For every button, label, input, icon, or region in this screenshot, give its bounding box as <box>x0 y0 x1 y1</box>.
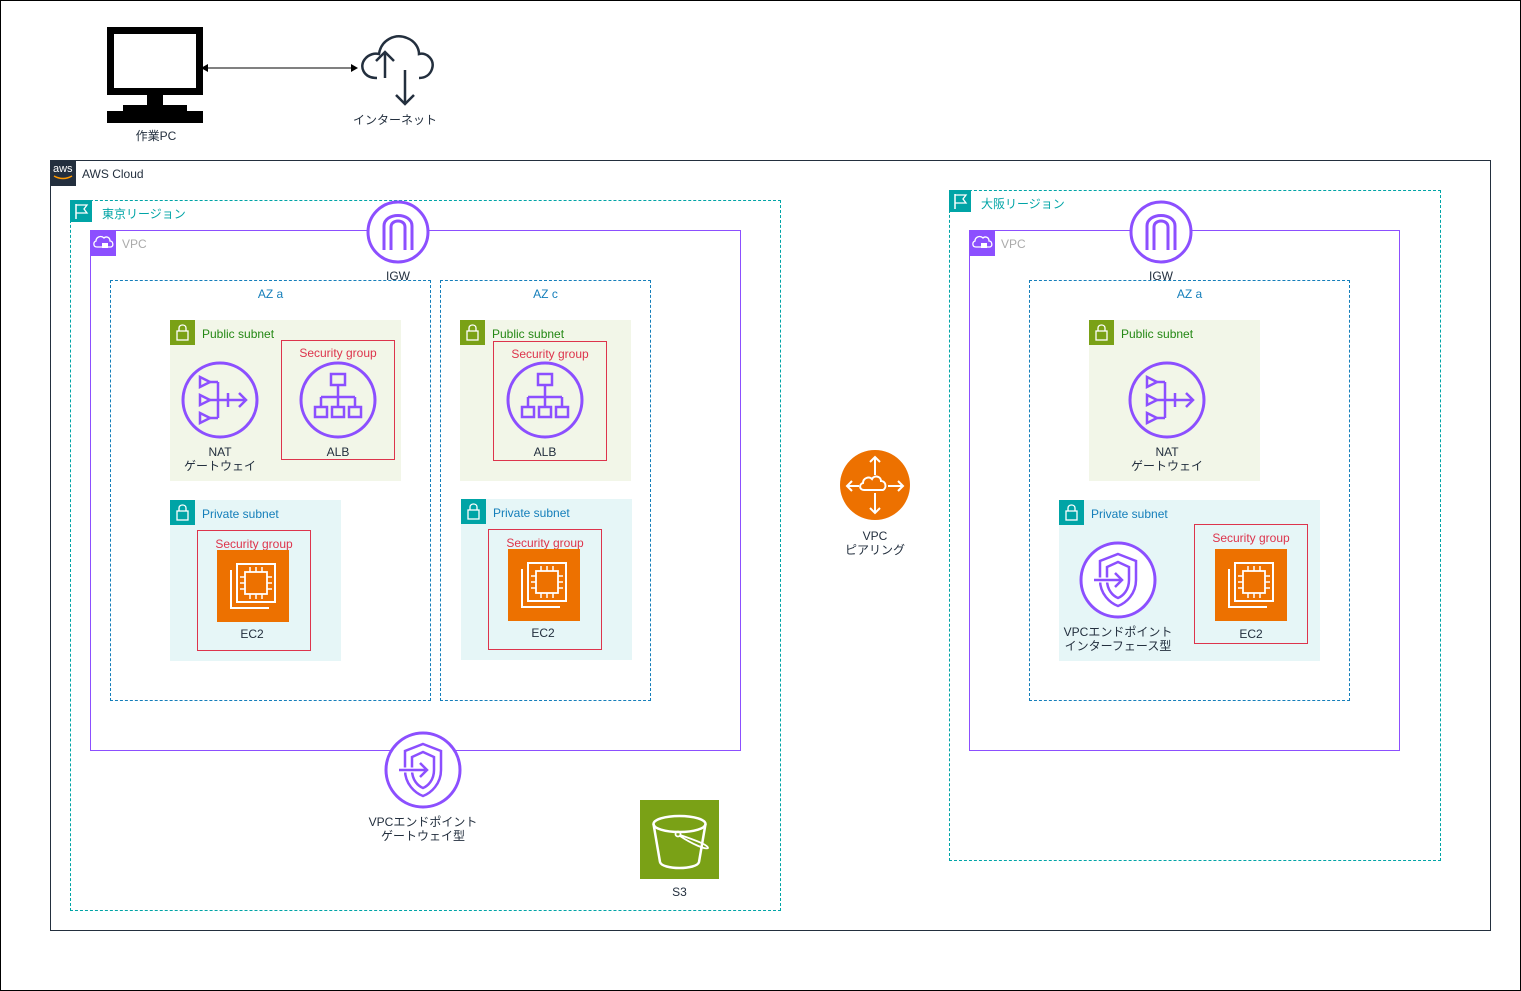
tokyo-sg-ec2-a-label: Security group <box>215 537 293 551</box>
tokyo-az-c-group <box>440 280 651 701</box>
tokyo-alb-a-label: ALB <box>326 445 350 459</box>
aws-cloud-label: AWS Cloud <box>82 167 144 181</box>
tokyo-nat-label: NAT ゲートウェイ <box>183 445 256 473</box>
vpc-peering-label: VPC ピアリング <box>844 529 905 557</box>
nat-gateway-icon <box>181 361 259 439</box>
tokyo-sg-ec2-c-label: Security group <box>506 536 584 550</box>
osaka-igw-label: IGW <box>1149 269 1173 283</box>
pc-label: 作業PC <box>135 129 177 143</box>
osaka-region-group <box>949 190 1441 861</box>
internet-label: インターネット <box>352 113 437 127</box>
public-subnet-lock-icon <box>1089 320 1114 345</box>
public-subnet-lock-icon <box>170 320 195 345</box>
ec2-instance-icon <box>508 549 580 621</box>
region-flag-icon <box>949 190 971 212</box>
tokyo-igw-label: IGW <box>386 269 410 283</box>
private-subnet-lock-icon <box>170 500 195 525</box>
tokyo-ec2-c-security-group <box>488 529 602 650</box>
osaka-public-subnet-label: Public subnet <box>1121 327 1194 341</box>
osaka-region-label: 大阪リージョン <box>981 197 1065 211</box>
osaka-sg-label: Security group <box>1212 531 1290 545</box>
tokyo-az-a-label: AZ a <box>257 287 284 301</box>
internet-gateway-icon <box>366 200 430 264</box>
tokyo-public-subnet-c-label: Public subnet <box>492 327 565 341</box>
osaka-if-endpoint-label: VPCエンドポイント インターフェース型 <box>1063 625 1173 653</box>
tokyo-alb-a-security-group <box>281 340 395 460</box>
tokyo-private-subnet-a-label: Private subnet <box>202 507 279 521</box>
osaka-az-a-label: AZ a <box>1176 287 1203 301</box>
pc-internet-connector <box>201 64 358 72</box>
ec2-instance-icon <box>1215 549 1287 621</box>
vpc-cloud-icon <box>969 230 995 256</box>
tokyo-private-subnet-c-label: Private subnet <box>493 506 570 520</box>
internet-cloud-icon <box>361 35 434 106</box>
s3-bucket-icon <box>640 800 719 879</box>
aws-cloud-group <box>50 160 1491 931</box>
region-flag-icon <box>70 200 92 222</box>
osaka-nat-label: NAT ゲートウェイ <box>1130 445 1203 473</box>
osaka-private-subnet-label: Private subnet <box>1091 507 1168 521</box>
tokyo-public-subnet-a-label: Public subnet <box>202 327 275 341</box>
tokyo-az-c-label: AZ c <box>533 287 558 301</box>
computer-icon <box>107 27 203 123</box>
load-balancer-icon <box>299 361 377 439</box>
tokyo-region-label: 東京リージョン <box>102 207 186 221</box>
osaka-ec2-label: EC2 <box>1239 627 1263 641</box>
public-subnet-lock-icon <box>460 320 485 345</box>
tokyo-gw-endpoint-label: VPCエンドポイント ゲートウェイ型 <box>368 815 478 843</box>
load-balancer-icon <box>506 361 584 439</box>
tokyo-vpc-label: VPC <box>122 237 147 251</box>
tokyo-az-a-group <box>110 280 431 701</box>
vpc-peering-icon <box>840 450 910 520</box>
s3-label: S3 <box>672 885 687 899</box>
tokyo-sg-alb-c-label: Security group <box>511 347 589 361</box>
tokyo-sg-alb-a-label: Security group <box>299 346 377 360</box>
ec2-instance-icon <box>217 550 289 622</box>
vpc-endpoint-gateway-icon <box>384 731 462 809</box>
vpc-endpoint-interface-icon <box>1079 541 1157 619</box>
tokyo-ec2-a-security-group <box>197 530 311 651</box>
vpc-cloud-icon <box>90 230 116 256</box>
tokyo-ec2-c-label: EC2 <box>531 626 555 640</box>
private-subnet-lock-icon <box>461 499 486 524</box>
osaka-vpc-label: VPC <box>1001 237 1026 251</box>
nat-gateway-icon <box>1128 361 1206 439</box>
tokyo-region-group <box>70 200 781 911</box>
osaka-az-a-group <box>1029 280 1350 701</box>
tokyo-alb-c-security-group <box>493 341 607 461</box>
tokyo-ec2-a-label: EC2 <box>240 627 264 641</box>
tokyo-alb-c-label: ALB <box>533 445 557 459</box>
aws-logo-icon: aws <box>50 160 76 186</box>
osaka-ec2-security-group <box>1194 524 1308 644</box>
private-subnet-lock-icon <box>1059 500 1084 525</box>
internet-gateway-icon <box>1129 200 1193 264</box>
